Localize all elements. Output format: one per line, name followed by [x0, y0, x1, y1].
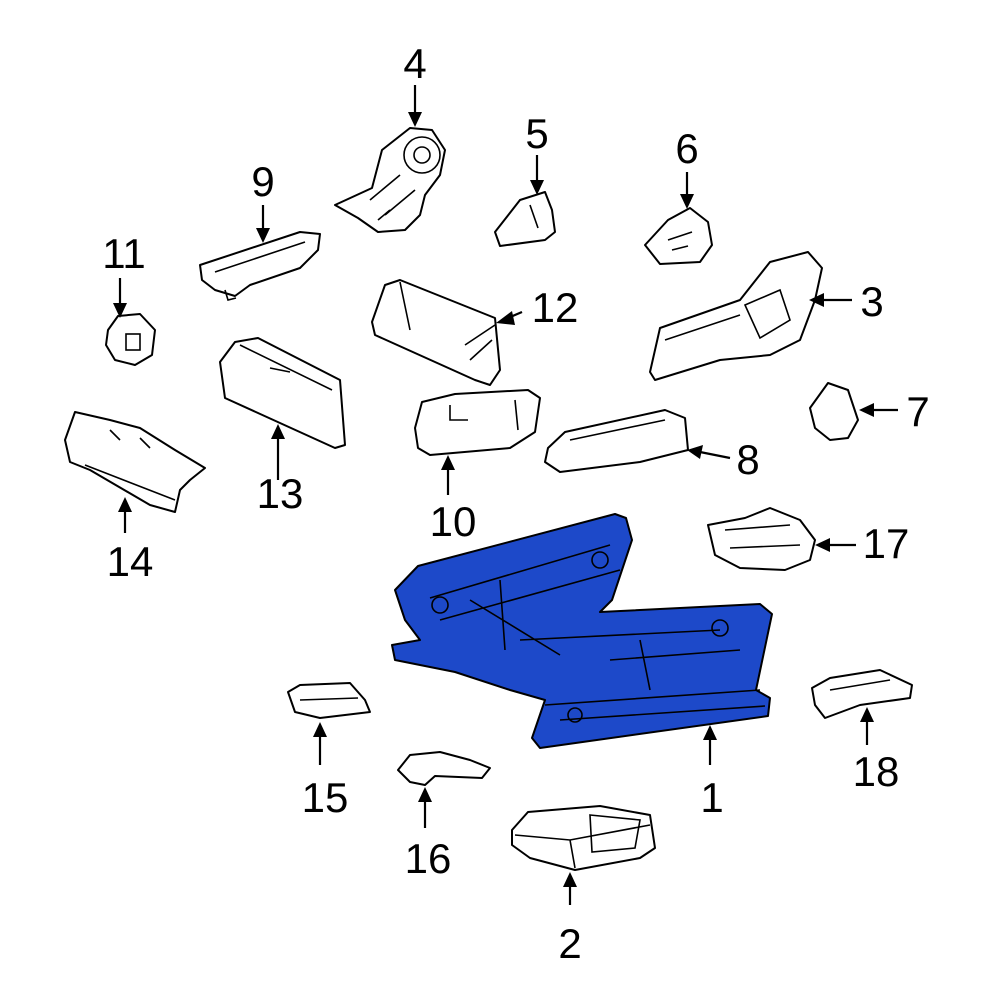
part-5-cover[interactable] — [494, 191, 556, 247]
part-13-cover[interactable] — [219, 337, 346, 449]
callout-16: 16 — [405, 835, 452, 882]
callout-15: 15 — [302, 774, 349, 821]
part-10-cover[interactable] — [414, 389, 541, 456]
callout-7: 7 — [906, 388, 929, 435]
part-12-side-cover[interactable] — [371, 279, 501, 386]
part-15-cover[interactable] — [287, 682, 371, 719]
callout-9: 9 — [251, 158, 274, 205]
callout-3: 3 — [860, 278, 883, 325]
part-3-side-shield[interactable] — [649, 251, 823, 381]
callout-arrows — [113, 85, 898, 905]
part-6-cover[interactable] — [644, 207, 713, 265]
part-14-bracket[interactable] — [64, 411, 206, 513]
part-7-cap[interactable] — [809, 382, 859, 441]
part-4-recliner[interactable] — [334, 127, 446, 233]
part-17-housing[interactable] — [707, 507, 816, 571]
part-18-cover[interactable] — [811, 669, 913, 719]
callout-11: 11 — [102, 230, 146, 277]
part-11-bushing[interactable] — [105, 313, 156, 366]
callout-12: 12 — [532, 284, 579, 331]
callout-2: 2 — [558, 920, 581, 967]
part-9-rail-cover[interactable] — [199, 231, 321, 301]
callout-4: 4 — [403, 40, 426, 87]
callout-1: 1 — [700, 774, 723, 821]
callout-14: 14 — [107, 538, 154, 585]
part-2-control-module[interactable] — [511, 805, 656, 871]
callout-18: 18 — [853, 748, 900, 795]
part-8-trim[interactable] — [544, 409, 689, 473]
callout-8: 8 — [736, 436, 759, 483]
callout-labels: 1 2 3 4 5 6 7 8 9 10 11 12 13 14 15 16 1… — [102, 40, 929, 967]
part-1-seat-track[interactable] — [391, 513, 773, 749]
callout-13: 13 — [257, 470, 304, 517]
callout-6: 6 — [675, 125, 698, 172]
callout-17: 17 — [863, 520, 910, 567]
callout-10: 10 — [430, 498, 477, 545]
callout-5: 5 — [525, 110, 548, 157]
part-16-clip[interactable] — [397, 751, 491, 786]
